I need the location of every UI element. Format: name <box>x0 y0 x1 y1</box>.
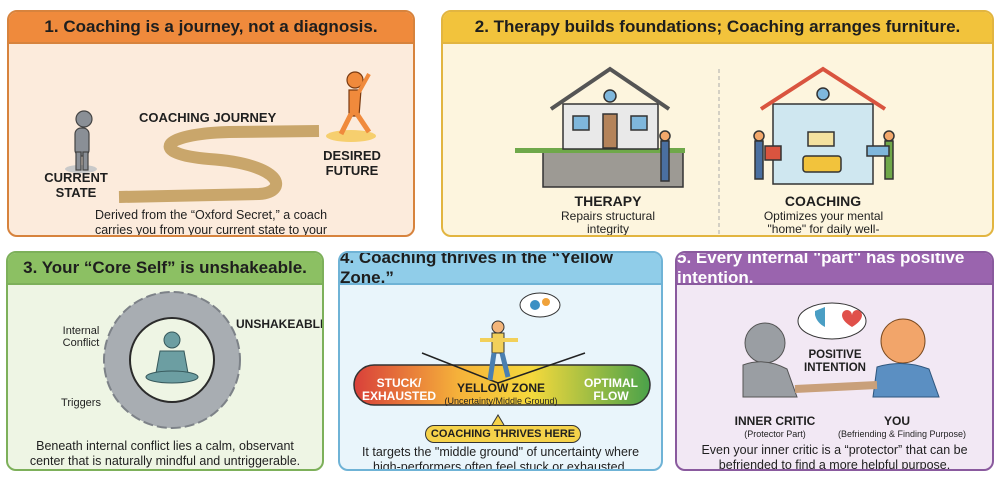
core-self-illustration <box>103 291 241 429</box>
you-person-icon <box>872 318 940 398</box>
therapy-description: Repairs structural integrity <box>560 209 656 236</box>
internal-conflict-label: Internal Conflict <box>62 325 100 349</box>
panel-title: 5. Every internal "part" has positive in… <box>677 253 992 287</box>
coaching-description: Optimizes your mental "home" for daily w… <box>763 209 884 236</box>
positive-intention-label: POSITIVE INTENTION <box>804 349 866 374</box>
you-label: YOU <box>883 414 910 428</box>
journey-label: COACHING JOURNEY <box>139 110 277 125</box>
coaching-label: COACHING <box>784 193 862 209</box>
yellow-zone-sub: (Uncertainty/Middle Ground) <box>444 396 558 406</box>
heart-icon <box>842 310 862 327</box>
panel-title: 1. Coaching is a journey, not a diagnosi… <box>9 12 413 44</box>
yellow-zone-illustration <box>353 292 651 426</box>
sad-person-icon <box>65 110 97 173</box>
panel-caption: Derived from the “Oxford Secret,” a coac… <box>94 208 328 237</box>
current-state-label: CURRENT STATE <box>44 170 108 200</box>
yellow-zone-label: YELLOW ZONE <box>457 381 545 395</box>
unshakeable-label: UNSHAKEABLE <box>236 317 324 331</box>
panel-caption: It targets the "middle ground" of uncert… <box>361 445 640 471</box>
shield-icon <box>815 307 825 327</box>
panel-caption: Even your inner critic is a “protector” … <box>701 443 968 471</box>
panel-caption: Beneath internal conflict lies a calm, o… <box>29 439 301 468</box>
thrives-badge: COACHING THRIVES HERE <box>425 425 581 443</box>
journey-illustration <box>65 71 376 203</box>
you-sub: (Befriending & Finding Purpose) <box>837 429 967 439</box>
panel-title: 3. Your “Core Self” is unshakeable. <box>8 253 322 285</box>
panel-therapy-coaching: 2. Therapy builds foundations; Coaching … <box>441 10 994 237</box>
panel-positive-intention: 5. Every internal "part" has positive in… <box>675 251 994 471</box>
inner-critic-icon <box>742 322 798 398</box>
panel-title: 2. Therapy builds foundations; Coaching … <box>443 12 992 44</box>
panel-core-self: 3. Your “Core Self” is unshakeable. Inte… <box>6 251 324 471</box>
panel-title: 4. Coaching thrives in the “Yellow Zone.… <box>340 253 661 287</box>
therapy-house-icon <box>515 66 685 188</box>
happy-person-icon <box>326 71 376 142</box>
meditating-person-icon <box>145 331 199 384</box>
panel-yellow-zone: 4. Coaching thrives in the “Yellow Zone.… <box>338 251 663 471</box>
houses-illustration <box>515 66 895 234</box>
balancing-person-icon <box>480 320 518 381</box>
therapy-label: THERAPY <box>574 193 642 209</box>
desired-future-label: DESIRED FUTURE <box>323 148 381 178</box>
coaching-house-icon <box>753 66 895 185</box>
optimal-flow-label: OPTIMAL FLOW <box>584 376 638 403</box>
panel-journey: 1. Coaching is a journey, not a diagnosi… <box>7 10 415 237</box>
thought-gears-icon <box>519 292 561 318</box>
inner-critic-sub: (Protector Part) <box>744 429 806 439</box>
handshake-illustration <box>742 302 940 398</box>
stuck-label: STUCK/ EXHAUSTED <box>362 376 437 403</box>
triggers-label: Triggers <box>61 397 101 409</box>
inner-critic-label: INNER CRITIC <box>734 414 816 428</box>
